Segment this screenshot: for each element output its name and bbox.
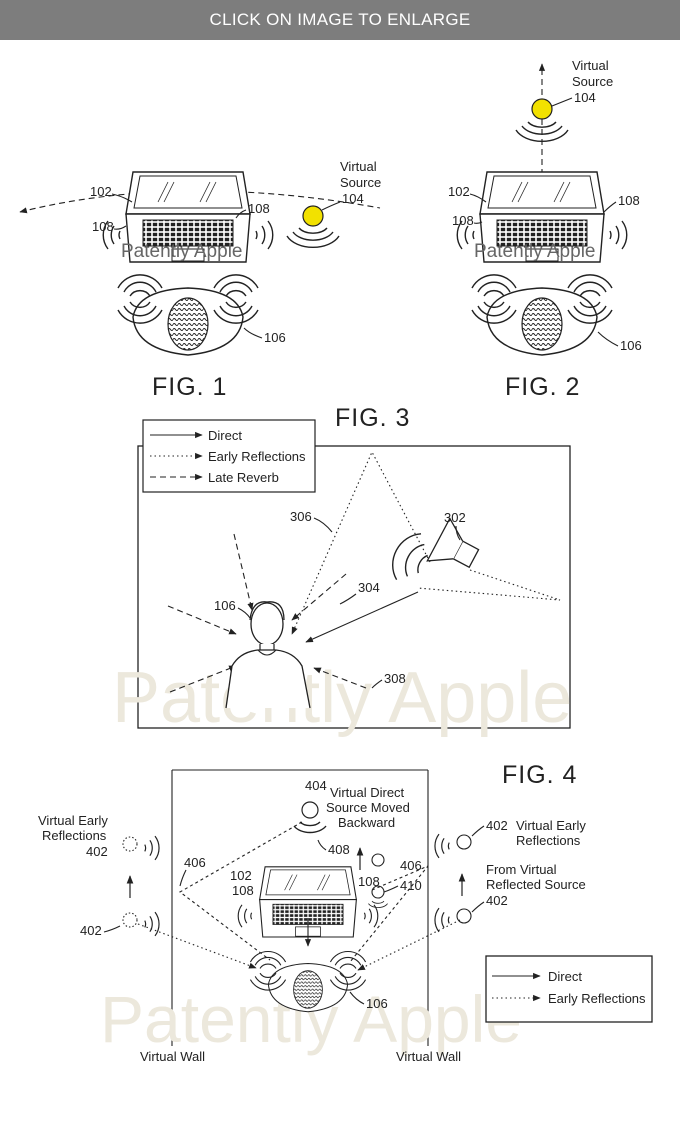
fig4-ref-408: 408 (328, 842, 350, 857)
fig2-ref-108-right: 108 (618, 193, 640, 208)
fig4-label: FIG. 4 (502, 761, 577, 789)
fig4-reflected-line2: Reflected Source (486, 877, 586, 892)
fig1-source-label: Source (340, 175, 381, 190)
fig1-ref-106: 106 (264, 330, 286, 345)
fig2-source-label: Source (572, 74, 613, 89)
patent-figure-image[interactable]: Virtual Source 104 102 108 108 106 Paten… (0, 40, 680, 1122)
fig4-ref-410: 410 (400, 878, 422, 893)
fig2-watermark: Patently Apple (474, 241, 595, 262)
enlarge-banner[interactable]: CLICK ON IMAGE TO ENLARGE (0, 0, 680, 40)
fig1-watermark: Patently Apple (121, 241, 242, 262)
fig4-ref-402-right-bottom: 402 (486, 893, 508, 908)
fig3-watermark: Patently Apple (112, 658, 572, 738)
fig4-right-early-line2: Reflections (516, 833, 581, 848)
fig4-reflected-line1: From Virtual (486, 862, 557, 877)
fig3-ref-304: 304 (358, 580, 380, 595)
fig1-ref-108-right: 108 (248, 201, 270, 216)
fig4-ref-404: 404 (305, 778, 327, 793)
fig1-label: FIG. 1 (152, 373, 227, 401)
fig4-panel: FIG. 4 Patently Apple (38, 761, 653, 1064)
fig4-wall-right: Virtual Wall (396, 1049, 461, 1064)
fig3-ref-306: 306 (290, 509, 312, 524)
fig3-legend-reverb: Late Reverb (208, 470, 279, 485)
fig3-legend (142, 419, 316, 493)
fig4-right-early-line1: Virtual Early (516, 818, 586, 833)
fig3-ref-106: 106 (214, 598, 236, 613)
fig2-ref-102: 102 (448, 184, 470, 199)
fig2-panel: Virtual Source 104 102 108 108 106 Paten… (448, 58, 642, 401)
fig4-left-early-line1: Virtual Early (38, 813, 108, 828)
fig3-listener (225, 601, 311, 709)
fig2-ref-104: 104 (574, 90, 596, 105)
fig1-ref-102: 102 (90, 184, 112, 199)
fig4-legend-direct: Direct (548, 969, 582, 984)
fig4-legend (485, 955, 653, 1023)
fig4-direct-line3: Backward (338, 815, 395, 830)
fig4-ref-402-left-bottom: 402 (80, 923, 102, 938)
fig4-wall-left: Virtual Wall (140, 1049, 205, 1064)
fig2-label: FIG. 2 (505, 373, 580, 401)
fig3-legend-early: Early Reflections (208, 449, 306, 464)
fig4-ref-406-right: 406 (400, 858, 422, 873)
fig2-ref-108-left: 108 (452, 213, 474, 228)
fig2-virtual-source (531, 98, 553, 120)
fig3-panel: FIG. 3 Patently Apple Direct Early Refle… (112, 404, 572, 738)
fig4-ref-108-left: 108 (232, 883, 254, 898)
fig3-speaker (426, 517, 480, 569)
fig4-legend-early: Early Reflections (548, 991, 646, 1006)
fig3-ref-308: 308 (384, 671, 406, 686)
fig4-ref-106: 106 (366, 996, 388, 1011)
fig3-legend-direct: Direct (208, 428, 242, 443)
fig4-ref-402-left-top: 402 (86, 844, 108, 859)
fig4-direct-line1: Virtual Direct (330, 785, 405, 800)
fig4-direct-line2: Source Moved (326, 800, 410, 815)
fig1-ref-108-left: 108 (92, 219, 114, 234)
fig4-ref-406-left: 406 (184, 855, 206, 870)
fig3-ref-302: 302 (444, 510, 466, 525)
fig2-virtual-label: Virtual (572, 58, 609, 73)
fig4-ref-102: 102 (230, 868, 252, 883)
fig4-ref-402-right-top: 402 (486, 818, 508, 833)
fig1-virtual-label: Virtual (340, 159, 377, 174)
fig3-label: FIG. 3 (335, 404, 410, 432)
fig1-ref-104: 104 (342, 191, 364, 206)
fig4-left-early-line2: Reflections (42, 828, 107, 843)
fig2-ref-106: 106 (620, 338, 642, 353)
fig4-ref-108-right: 108 (358, 874, 380, 889)
fig1-panel: Virtual Source 104 102 108 108 106 Paten… (19, 159, 381, 401)
fig1-virtual-source (302, 205, 324, 227)
